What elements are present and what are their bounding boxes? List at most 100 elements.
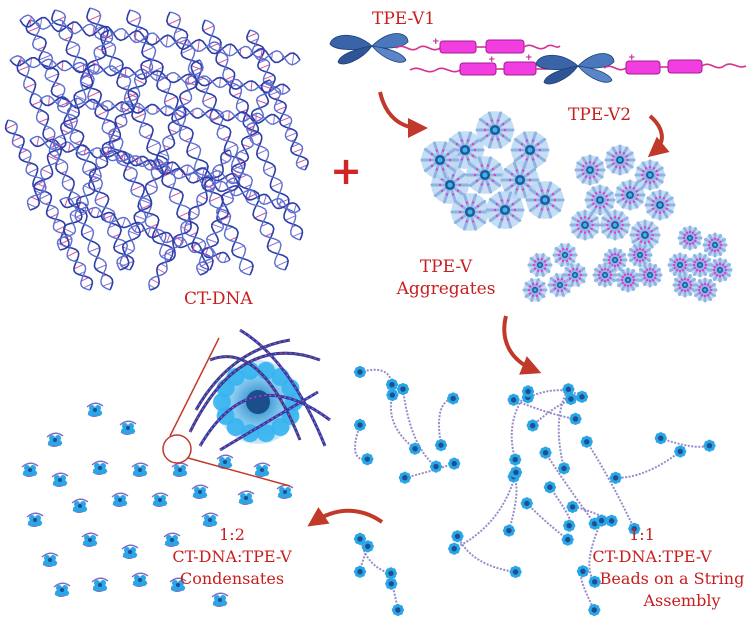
bead-icon [539, 446, 552, 459]
aggregate-unit [450, 193, 490, 231]
condensate-icon [276, 484, 294, 499]
bead-icon [408, 442, 422, 455]
bead-icon [562, 383, 575, 396]
svg-text:+: + [488, 55, 496, 65]
bead-icon [353, 418, 367, 432]
label-aggregates: Aggregates [396, 279, 496, 299]
aggregate-unit [707, 257, 733, 283]
svg-text:+: + [628, 53, 636, 63]
label-ct-dna: CT-DNA [184, 289, 253, 309]
aggregate-unit [527, 253, 553, 277]
aggregate-unit [510, 131, 550, 169]
condensate-icon [253, 462, 271, 477]
bead-icon [543, 481, 556, 494]
bead-icon [628, 522, 641, 535]
bead-icon [561, 533, 574, 546]
vinyl-block-icon [485, 39, 525, 54]
ct-dna-helix-bundle [4, 7, 309, 291]
plus-sign: + [330, 149, 362, 193]
bead-icon [580, 435, 593, 448]
bead-icon [654, 432, 667, 445]
bead-icon [353, 365, 367, 379]
bead-icon [396, 383, 410, 396]
tpe-v1-linker [395, 45, 441, 51]
dna-helix [99, 146, 301, 214]
condensate-icon [163, 532, 181, 547]
bead-icon [384, 567, 397, 580]
bead-icon [385, 577, 398, 590]
bead-icon [361, 453, 374, 466]
bead-icon [353, 565, 367, 578]
bead-icon [703, 439, 716, 452]
zoom-circle [162, 434, 192, 464]
condensate-icon [46, 432, 64, 447]
condensate-icon [91, 577, 109, 592]
bead-icon [564, 392, 577, 406]
dna-helix [59, 196, 231, 264]
bead-icon [507, 393, 520, 406]
curved-arrow-icon [378, 91, 428, 138]
label-complex-1-2: CT-DNA:TPE-V [172, 547, 292, 566]
condensates-field [21, 402, 294, 607]
condensate-icon [26, 512, 44, 527]
aggregate-unit [627, 242, 653, 268]
condensate-icon [111, 492, 129, 507]
bead-icon [429, 460, 443, 473]
condensate-icon [191, 484, 209, 499]
svg-text:+: + [525, 53, 533, 63]
aggregate-unit [604, 144, 636, 176]
condensate-icon [53, 582, 71, 597]
dna-helix [4, 119, 94, 291]
dna-helix [195, 79, 275, 276]
aggregate-unit [672, 272, 698, 298]
dna-helix [126, 9, 254, 276]
bead-icon [434, 439, 448, 452]
label-tpe-v1: TPE-V1 [372, 9, 435, 29]
bead-icon [576, 565, 589, 578]
vinyl-block-icon [439, 40, 477, 54]
aggregate-unit [574, 154, 606, 186]
aggregate-unit [547, 273, 573, 297]
aggregate-unit [677, 225, 703, 251]
aggregate-unit [702, 232, 728, 258]
bead-icon [385, 378, 399, 391]
condensate-closeup [188, 328, 331, 452]
bead-icon [569, 412, 582, 425]
tpe-v2-linker-left [409, 67, 461, 73]
aggregate-unit [687, 252, 713, 278]
bead-icon [557, 462, 571, 475]
bead-icon [674, 445, 687, 458]
condensate-icon [119, 420, 137, 435]
aggregate-unit [599, 209, 631, 241]
dna-helix [148, 149, 232, 291]
label-ratio-1-1: 1:1 [629, 525, 655, 544]
vinyl-block-icon [503, 61, 537, 76]
label-tpe-v2: TPE-V2 [568, 105, 631, 125]
condensate-icon [211, 592, 229, 607]
bead-icon [391, 603, 404, 617]
bead-icon [563, 519, 576, 532]
aggregate-unit [634, 159, 666, 191]
aggregate-unit [592, 262, 618, 288]
condensate-icon [131, 462, 149, 477]
dna-helix [9, 55, 291, 95]
tpe-v-aggregates [420, 111, 733, 303]
tpe-v2-molecule: + + [409, 53, 747, 85]
condensate-icon [201, 512, 219, 527]
bead-icon [566, 500, 579, 513]
bead-icon [509, 466, 523, 479]
tpe-propeller-icon [329, 33, 409, 65]
condensate-icon [171, 462, 189, 477]
bead-icon [588, 603, 601, 617]
aggregate-unit [614, 179, 646, 211]
bead-icon [448, 542, 461, 555]
aggregate-unit [465, 156, 505, 194]
bead-icon [353, 532, 367, 545]
aggregate-unit [525, 181, 565, 219]
aggregate-unit [667, 252, 693, 278]
dna-helix [56, 59, 154, 251]
bead-icon [526, 419, 539, 432]
aggregate-unit [584, 184, 616, 216]
condensate-icon [91, 460, 109, 475]
